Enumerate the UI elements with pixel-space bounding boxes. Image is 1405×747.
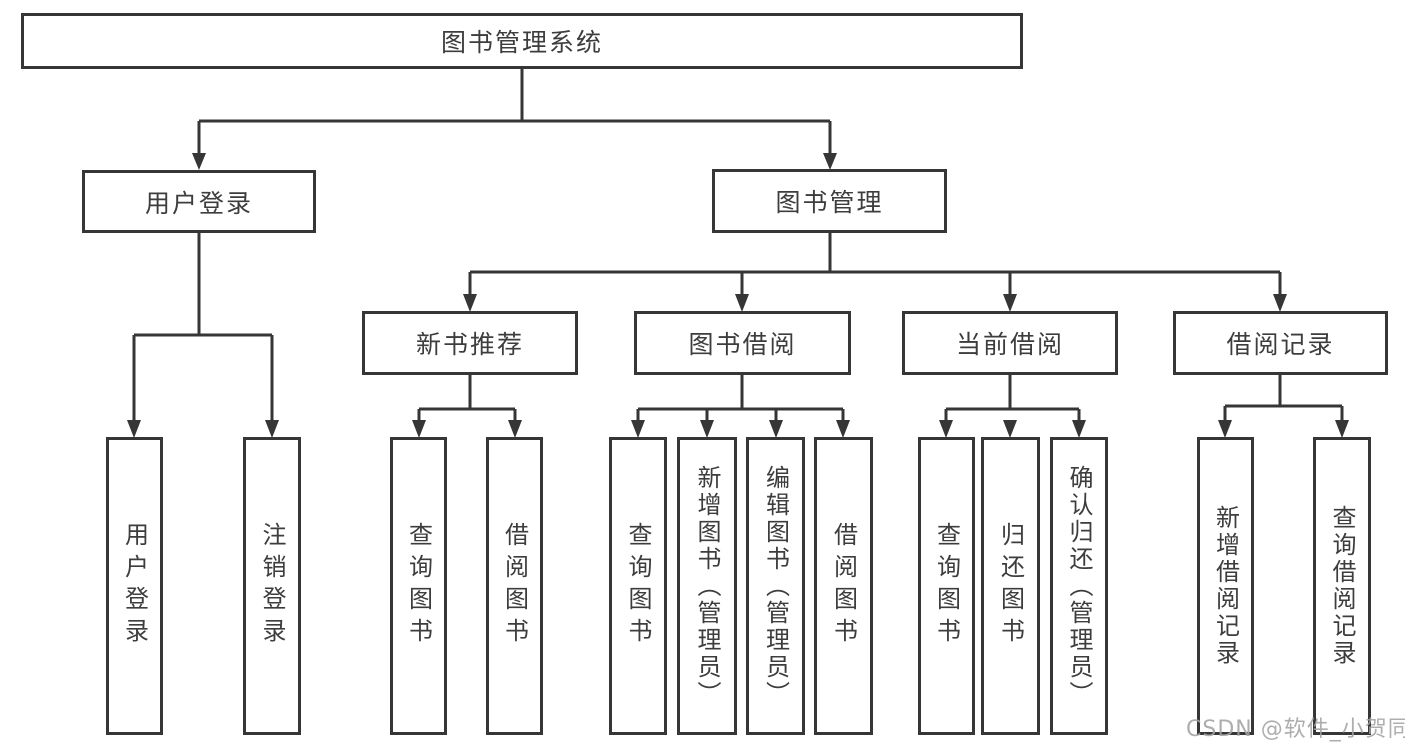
leaf-borrow-books: 借阅图书 (814, 437, 873, 735)
node-label: 用户登录 (120, 522, 149, 650)
leaf-borrow-books-recommend: 借阅图书 (486, 437, 543, 735)
leaf-confirm-return-admin: 确认归还（管理员） (1050, 437, 1108, 735)
node-label: 查询图书 (404, 522, 433, 650)
node-book-borrowing: 图书借阅 (634, 311, 851, 375)
node-label: 新增借阅记录 (1211, 505, 1240, 667)
node-label: 新书推荐 (415, 330, 524, 359)
node-label: 归还图书 (996, 522, 1025, 650)
leaf-query-borrow-record: 查询借阅记录 (1313, 437, 1371, 735)
node-user-login: 用户登录 (82, 170, 316, 233)
node-label: 借阅记录 (1226, 330, 1335, 359)
leaf-logout: 注销登录 (243, 437, 301, 735)
leaf-edit-book-admin: 编辑图书（管理员） (746, 437, 805, 735)
node-label: 查询图书 (624, 522, 652, 650)
node-new-book-recommendation: 新书推荐 (362, 311, 578, 375)
node-label: 确认归还（管理员） (1065, 464, 1093, 708)
node-label: 新增图书（管理员） (693, 464, 721, 708)
leaf-add-borrow-record: 新增借阅记录 (1197, 437, 1254, 735)
csdn-watermark: CSDN @软件_小贺同学 (1186, 717, 1405, 742)
node-label: 图书管理系统 (440, 28, 603, 57)
node-label: 借阅图书 (829, 522, 858, 650)
leaf-add-book-admin: 新增图书（管理员） (677, 437, 737, 735)
node-label: 当前借阅 (955, 330, 1064, 359)
node-label: 用户登录 (144, 188, 253, 218)
node-borrowing-records: 借阅记录 (1173, 311, 1388, 375)
node-book-management: 图书管理 (712, 169, 947, 233)
node-current-borrowing: 当前借阅 (902, 311, 1118, 375)
node-label: 编辑图书（管理员） (761, 464, 790, 708)
node-label: 查询图书 (932, 522, 961, 650)
leaf-user-login: 用户登录 (106, 437, 163, 735)
node-label: 图书管理 (775, 188, 884, 217)
node-label: 借阅图书 (500, 522, 529, 650)
node-label: 查询借阅记录 (1328, 505, 1356, 667)
node-label: 注销登录 (258, 522, 286, 650)
node-label: 图书借阅 (688, 330, 797, 359)
node-library-management-system: 图书管理系统 (21, 13, 1023, 69)
leaf-return-books: 归还图书 (981, 437, 1040, 735)
leaf-query-books-current: 查询图书 (918, 437, 975, 735)
leaf-query-books-recommend: 查询图书 (390, 437, 447, 735)
leaf-query-books-borrowing: 查询图书 (609, 437, 667, 735)
